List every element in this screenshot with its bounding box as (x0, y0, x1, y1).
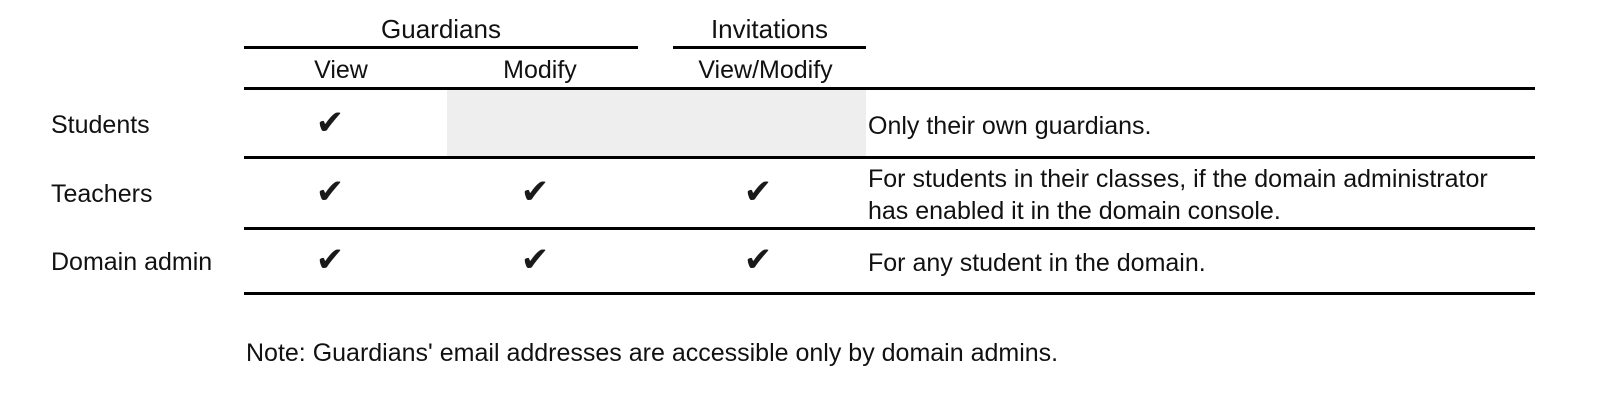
row-header-domain-admin: Domain admin (51, 248, 213, 276)
check-icon-domain-admin-modify: ✔ (520, 240, 550, 280)
cell-note-domain-admin: For any student in the domain. (868, 249, 1206, 277)
rule-row-teachers-bottom (244, 227, 1535, 230)
check-icon-teachers-modify: ✔ (520, 172, 550, 212)
table-footnote: Note: Guardians' email addresses are acc… (246, 339, 1059, 367)
column-header-view-modify: View/Modify (698, 56, 833, 84)
rule-table-bottom (244, 292, 1535, 295)
rule-row-students-bottom (244, 156, 1535, 159)
cell-note-students: Only their own guardians. (868, 112, 1152, 140)
column-group-header-invitations: Invitations (710, 14, 829, 44)
cell-students-unavailable-shading (447, 90, 866, 156)
column-group-header-guardians: Guardians (381, 14, 501, 44)
column-header-view: View (314, 56, 368, 84)
check-icon-teachers-view-modify: ✔ (743, 172, 773, 212)
row-header-students: Students (51, 111, 150, 139)
rule-group-guardians (244, 46, 638, 49)
cell-note-teachers-line2: has enabled it in the domain console. (868, 197, 1281, 225)
rule-group-invitations (673, 46, 866, 49)
rule-header-bottom (244, 87, 1535, 90)
check-icon-domain-admin-view: ✔ (315, 240, 345, 280)
check-icon-teachers-view: ✔ (315, 172, 345, 212)
cell-note-teachers: For students in their classes, if the do… (868, 163, 1528, 227)
check-icon-domain-admin-view-modify: ✔ (743, 240, 773, 280)
check-icon-students-view: ✔ (315, 103, 345, 143)
column-header-modify: Modify (503, 56, 577, 84)
row-header-teachers: Teachers (51, 180, 153, 208)
cell-note-teachers-line1: For students in their classes, if the do… (868, 165, 1488, 193)
